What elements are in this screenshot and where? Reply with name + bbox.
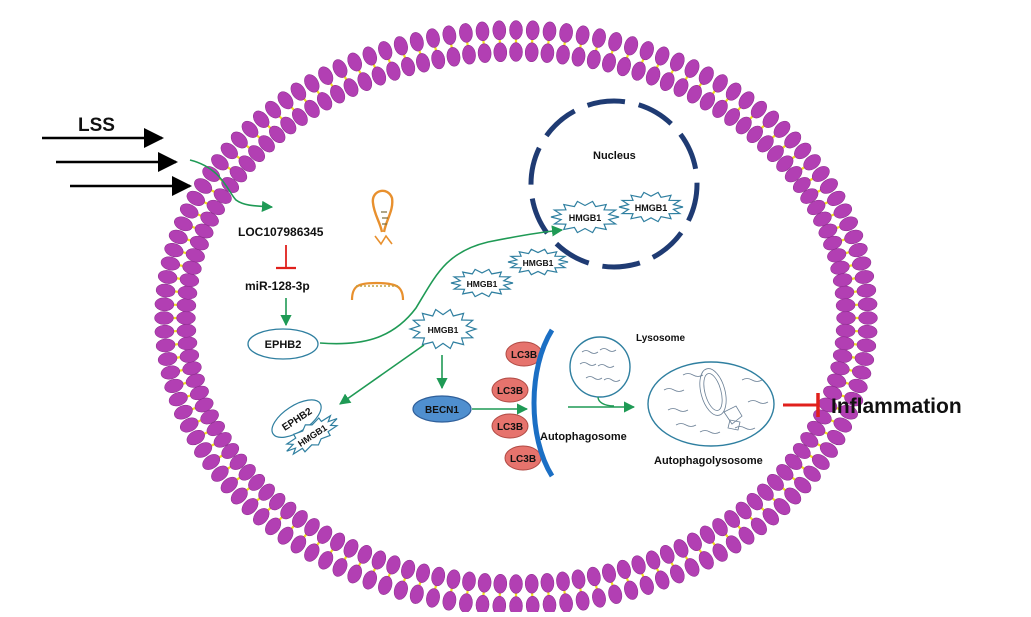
autophagolysosome xyxy=(647,361,775,447)
lysosome-contents xyxy=(579,348,621,382)
nucleus-label: Nucleus xyxy=(593,150,636,162)
ephb2-hmgb1-complex: EPHB2 HMGB1 xyxy=(271,399,339,456)
nucleus-membrane xyxy=(528,98,700,270)
mirna-strand-icon xyxy=(350,281,405,301)
lysosome xyxy=(569,336,631,398)
hmgb1-label: HMGB1 xyxy=(428,325,459,335)
lc3b-label: LC3B xyxy=(510,454,536,465)
hmgb1-star-cytoplasm: HMGB1 xyxy=(408,308,478,350)
hmgb1-star-nucleus-1: HMGB1 xyxy=(550,200,620,234)
ephb2-label: EPHB2 xyxy=(265,339,302,351)
hmgb1-label: HMGB1 xyxy=(467,279,498,289)
lncrna-label: LOC107986345 xyxy=(238,225,324,239)
ephb2-node xyxy=(247,328,319,360)
lncrna-hairpin-icon xyxy=(371,189,394,246)
autophagolysosome-contents xyxy=(663,368,769,434)
lss-label: LSS xyxy=(78,115,115,136)
inflammation-label: Inflammation xyxy=(831,395,962,418)
lc3b-label: LC3B xyxy=(511,350,537,361)
hmgb1-label: HMGB1 xyxy=(569,213,602,223)
phagophore-membrane xyxy=(531,328,555,478)
signal-entry-arrow xyxy=(189,159,274,212)
lss-arrows xyxy=(42,128,192,196)
hmgb1-star-translocating-2: HMGB1 xyxy=(450,268,514,298)
hmgb1-star-nucleus-2: HMGB1 xyxy=(618,191,684,223)
hmgb1-star-translocating-1: HMGB1 xyxy=(507,248,569,276)
hmgb1-label: HMGB1 xyxy=(635,203,668,213)
lysosome-fusion-line xyxy=(597,396,615,407)
hmgb1-to-complex-arrow xyxy=(339,344,425,405)
lysosome-label: Lysosome xyxy=(636,333,686,344)
lc3b-label: LC3B xyxy=(497,386,523,397)
hmgb1-nuclear-arrow xyxy=(319,225,564,345)
becn1-node xyxy=(412,395,472,423)
lc3b-label: LC3B xyxy=(497,422,523,433)
hmgb1-label: HMGB1 xyxy=(523,258,554,268)
mirna-label: miR-128-3p xyxy=(245,279,310,293)
cell-membrane xyxy=(154,20,878,616)
lc3b-group: LC3B LC3B LC3B LC3B xyxy=(491,341,543,471)
becn1-label: BECN1 xyxy=(425,405,459,416)
autophagolysosome-label: Autophagolysosome xyxy=(654,455,763,467)
autophagosome-label: Autophagosome xyxy=(540,431,627,443)
